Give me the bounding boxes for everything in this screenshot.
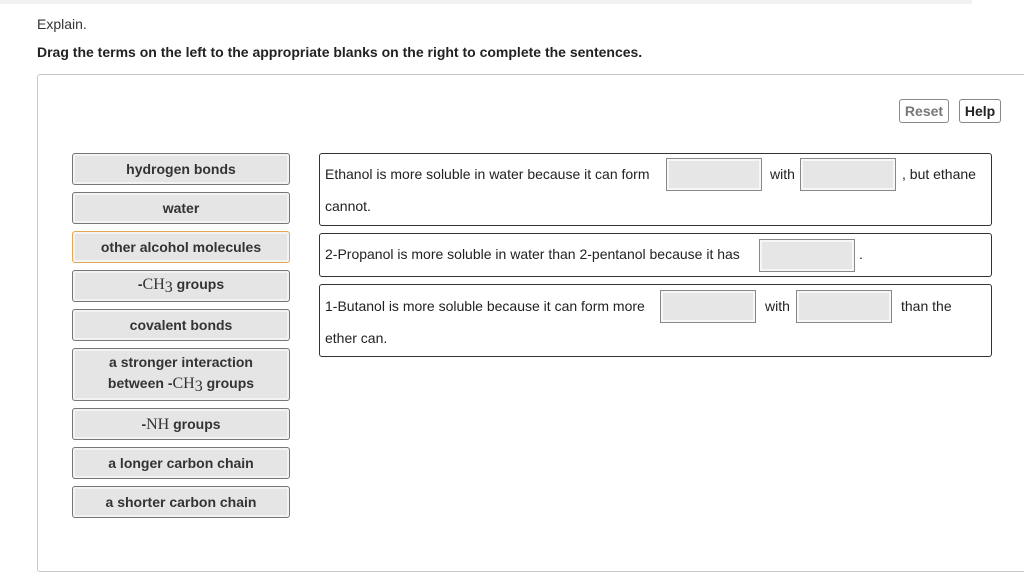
term-label: a longer carbon chain	[108, 454, 254, 471]
sentence-1-blank-2[interactable]	[800, 158, 896, 191]
term-label: -CH3 groups	[137, 276, 225, 296]
term-longer-carbon-chain[interactable]: a longer carbon chain	[72, 447, 290, 479]
term-label: hydrogen bonds	[126, 160, 236, 177]
term-covalent-bonds[interactable]: covalent bonds	[72, 309, 290, 341]
sentence-1-text-a: Ethanol is more soluble in water because…	[325, 166, 650, 182]
sentence-1-text-c: , but ethane	[902, 166, 976, 182]
explain-label: Explain.	[37, 16, 87, 32]
term-label: water	[162, 199, 200, 216]
sentence-1-blank-1[interactable]	[666, 158, 762, 191]
top-divider	[0, 0, 972, 4]
term-label: other alcohol molecules	[100, 238, 262, 255]
term-label: a shorter carbon chain	[105, 493, 257, 510]
sentence-3-text-c: than the	[901, 298, 952, 314]
sentence-2-text-b: .	[859, 246, 863, 262]
sentence-2-text-a: 2-Propanol is more soluble in water than…	[325, 246, 740, 262]
term-shorter-carbon-chain[interactable]: a shorter carbon chain	[72, 486, 290, 518]
sentence-1-text-b: with	[770, 166, 795, 182]
sentence-1-text-d: cannot.	[325, 198, 371, 214]
instructions: Drag the terms on the left to the approp…	[37, 44, 643, 60]
term-nh-groups[interactable]: -NH groups	[72, 408, 290, 440]
term-label: -NH groups	[141, 415, 221, 433]
sentence-2-blank-1[interactable]	[759, 239, 855, 272]
term-other-alcohol-molecules[interactable]: other alcohol molecules	[72, 231, 290, 263]
sentence-3-text-a: 1-Butanol is more soluble because it can…	[325, 298, 645, 314]
term-ch3-groups[interactable]: -CH3 groups	[72, 270, 290, 302]
sentence-3-text-b: with	[765, 298, 790, 314]
sentence-3-text-d: ether can.	[325, 330, 388, 346]
sentence-3-blank-2[interactable]	[796, 290, 892, 323]
help-button[interactable]: Help	[959, 99, 1001, 123]
sentence-2	[319, 233, 992, 277]
sentence-3-blank-1[interactable]	[660, 290, 756, 323]
reset-button[interactable]: Reset	[899, 99, 949, 123]
term-label: covalent bonds	[129, 316, 233, 333]
term-hydrogen-bonds[interactable]: hydrogen bonds	[72, 153, 290, 185]
term-water[interactable]: water	[72, 192, 290, 224]
